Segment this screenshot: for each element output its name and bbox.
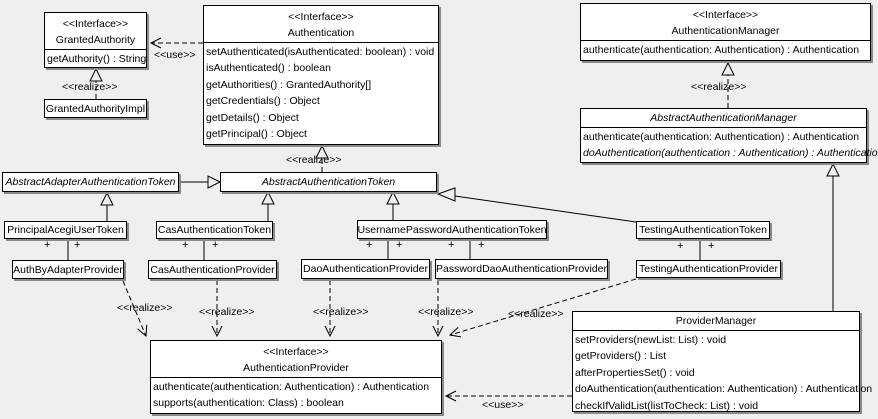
class-testing-authentication-token[interactable]: TestingAuthenticationToken [636,221,770,239]
class-name: PasswordDaoAuthenticationProvider [436,263,608,275]
class-cas-authentication-token[interactable]: CasAuthenticationToken [156,221,273,239]
method: authenticate(authentication: Authenticat… [583,44,860,56]
class-testing-authentication-provider[interactable]: TestingAuthenticationProvider [636,260,781,278]
class-name: AbstractAdapterAuthenticationToken [5,176,176,188]
class-name: UsernamePasswordAuthenticationToken [357,223,547,236]
class-name: AuthByAdapterProvider [13,263,123,276]
assoc-plus: + [74,239,81,251]
stereotype: <<Interface>> [288,11,354,23]
assoc-plus: + [366,239,373,251]
class-name: CasAuthenticationProvider [150,263,275,276]
assoc-plus: + [396,239,403,251]
method: authenticate(authentication: Authenticat… [153,381,430,393]
class-name: Authentication [287,27,355,39]
stereotype: <<Interface>> [263,346,329,358]
class-name: AbstractAuthenticationManager [650,112,797,124]
class-provider-manager[interactable]: ProviderManager setProviders(newList: Li… [572,311,873,412]
edge-label-realize-4: <<realize>> [418,306,474,318]
method: getCredentials() : Object [206,95,320,108]
class-name: DaoAuthenticationProvider [303,263,428,275]
class-name: AuthenticationManager [671,25,780,37]
assoc-plus: + [44,239,51,251]
stereotype: <<Interface>> [692,9,759,21]
class-name: CasAuthenticationToken [157,224,272,236]
method: getDetails() : Object [206,111,299,124]
class-name: ProviderManager [675,315,757,327]
method: checkIfValidList(listToCheck: List) : vo… [575,399,759,412]
gen-triangle-abstracttoken-right [436,187,456,202]
class-granted-authority[interactable]: <<Interface>> GrantedAuthority getAuthor… [44,12,147,68]
class-name: TestingAuthenticationToken [639,224,767,236]
assoc-plus: + [708,240,715,252]
class-name: GrantedAuthorityImpl [45,102,146,115]
class-granted-authority-impl[interactable]: GrantedAuthorityImpl [44,99,147,118]
realize-triangle-grantedauthority [89,67,103,82]
class-authentication-manager[interactable]: <<Interface>> AuthenticationManager auth… [580,3,871,61]
class-dao-authentication-provider[interactable]: DaoAuthenticationProvider [301,259,430,279]
assoc-plus: + [182,239,189,251]
realize-triangle-authenticationmanager [721,61,735,76]
method: getAuthority() : String [47,53,147,65]
class-abstract-adapter-authentication-token[interactable]: AbstractAdapterAuthenticationToken [2,172,179,192]
method: doAuthentication(authentication: Authent… [575,383,873,396]
class-authentication[interactable]: <<Interface>> Authentication setAuthenti… [203,5,439,145]
edge-label-realize-3: <<realize>> [313,306,369,318]
class-auth-by-adapter-provider[interactable]: AuthByAdapterProvider [12,260,124,279]
edge-label-realize-grantedauthority: <<realize>> [62,81,118,93]
assoc-plus: + [478,239,485,251]
edge-label-realize-authtoken: <<realize>> [286,154,342,166]
method: doAuthentication(authentication : Authen… [583,147,878,160]
gen-triangle-abstractauthenticationtoken-left [207,175,222,189]
edge-label-use-top: <<use>> [154,49,196,61]
method: setProviders(newList: List) : void [575,334,727,346]
assoc-plus: + [677,240,684,252]
class-abstract-authentication-token[interactable]: AbstractAuthenticationToken [220,172,437,192]
class-name: TestingAuthenticationProvider [639,263,778,275]
method: authenticate(authentication: Authenticat… [583,131,860,143]
stereotype: <<Interface>> [62,18,129,30]
edge-label-realize-2: <<realize>> [199,306,255,318]
class-abstract-authentication-manager[interactable]: AbstractAuthenticationManager authentica… [580,108,878,163]
method: getAuthorities() : GrantedAuthority[] [206,78,372,91]
class-cas-authentication-provider[interactable]: CasAuthenticationProvider [148,260,277,279]
class-principal-acegi-user-token[interactable]: PrincipalAcegiUserToken [4,221,127,239]
method: setAuthenticated(isAuthenticated: boolea… [206,46,435,58]
gen-triangle-abstractauthenticationmanager [826,162,840,177]
class-name: PrincipalAcegiUserToken [7,224,124,236]
gen-triangle-abstracttoken-1 [261,190,275,205]
assoc-plus: + [448,239,455,251]
class-username-password-authentication-token[interactable]: UsernamePasswordAuthenticationToken [357,220,547,239]
method: isAuthenticated() : boolean [206,62,331,75]
method: supports(authentication: Class) : boolea… [153,397,344,410]
class-name: AuthenticationProvider [243,362,349,374]
class-password-dao-authentication-provider[interactable]: PasswordDaoAuthenticationProvider [435,259,608,279]
gen-triangle-abstractadaptertoken [100,191,114,206]
edge-gen-testingtoken [454,195,637,223]
gen-triangle-abstracttoken-2 [386,190,400,205]
class-name: AbstractAuthenticationToken [261,176,396,188]
class-name: GrantedAuthority [55,34,136,46]
edge-label-realize-authmanager: <<realize>> [691,81,747,93]
method: afterPropertiesSet() : void [575,366,695,379]
edge-label-realize-1: <<realize>> [117,302,173,314]
edge-label-use-bottom: <<use>> [482,399,524,411]
class-authentication-provider[interactable]: <<Interface>> AuthenticationProvider aut… [150,340,442,414]
assoc-plus: + [212,239,219,251]
method: getProviders() : List [575,350,667,363]
method: getPrincipal() : Object [206,128,307,141]
edge-label-realize-5: <<realize>> [508,308,564,320]
